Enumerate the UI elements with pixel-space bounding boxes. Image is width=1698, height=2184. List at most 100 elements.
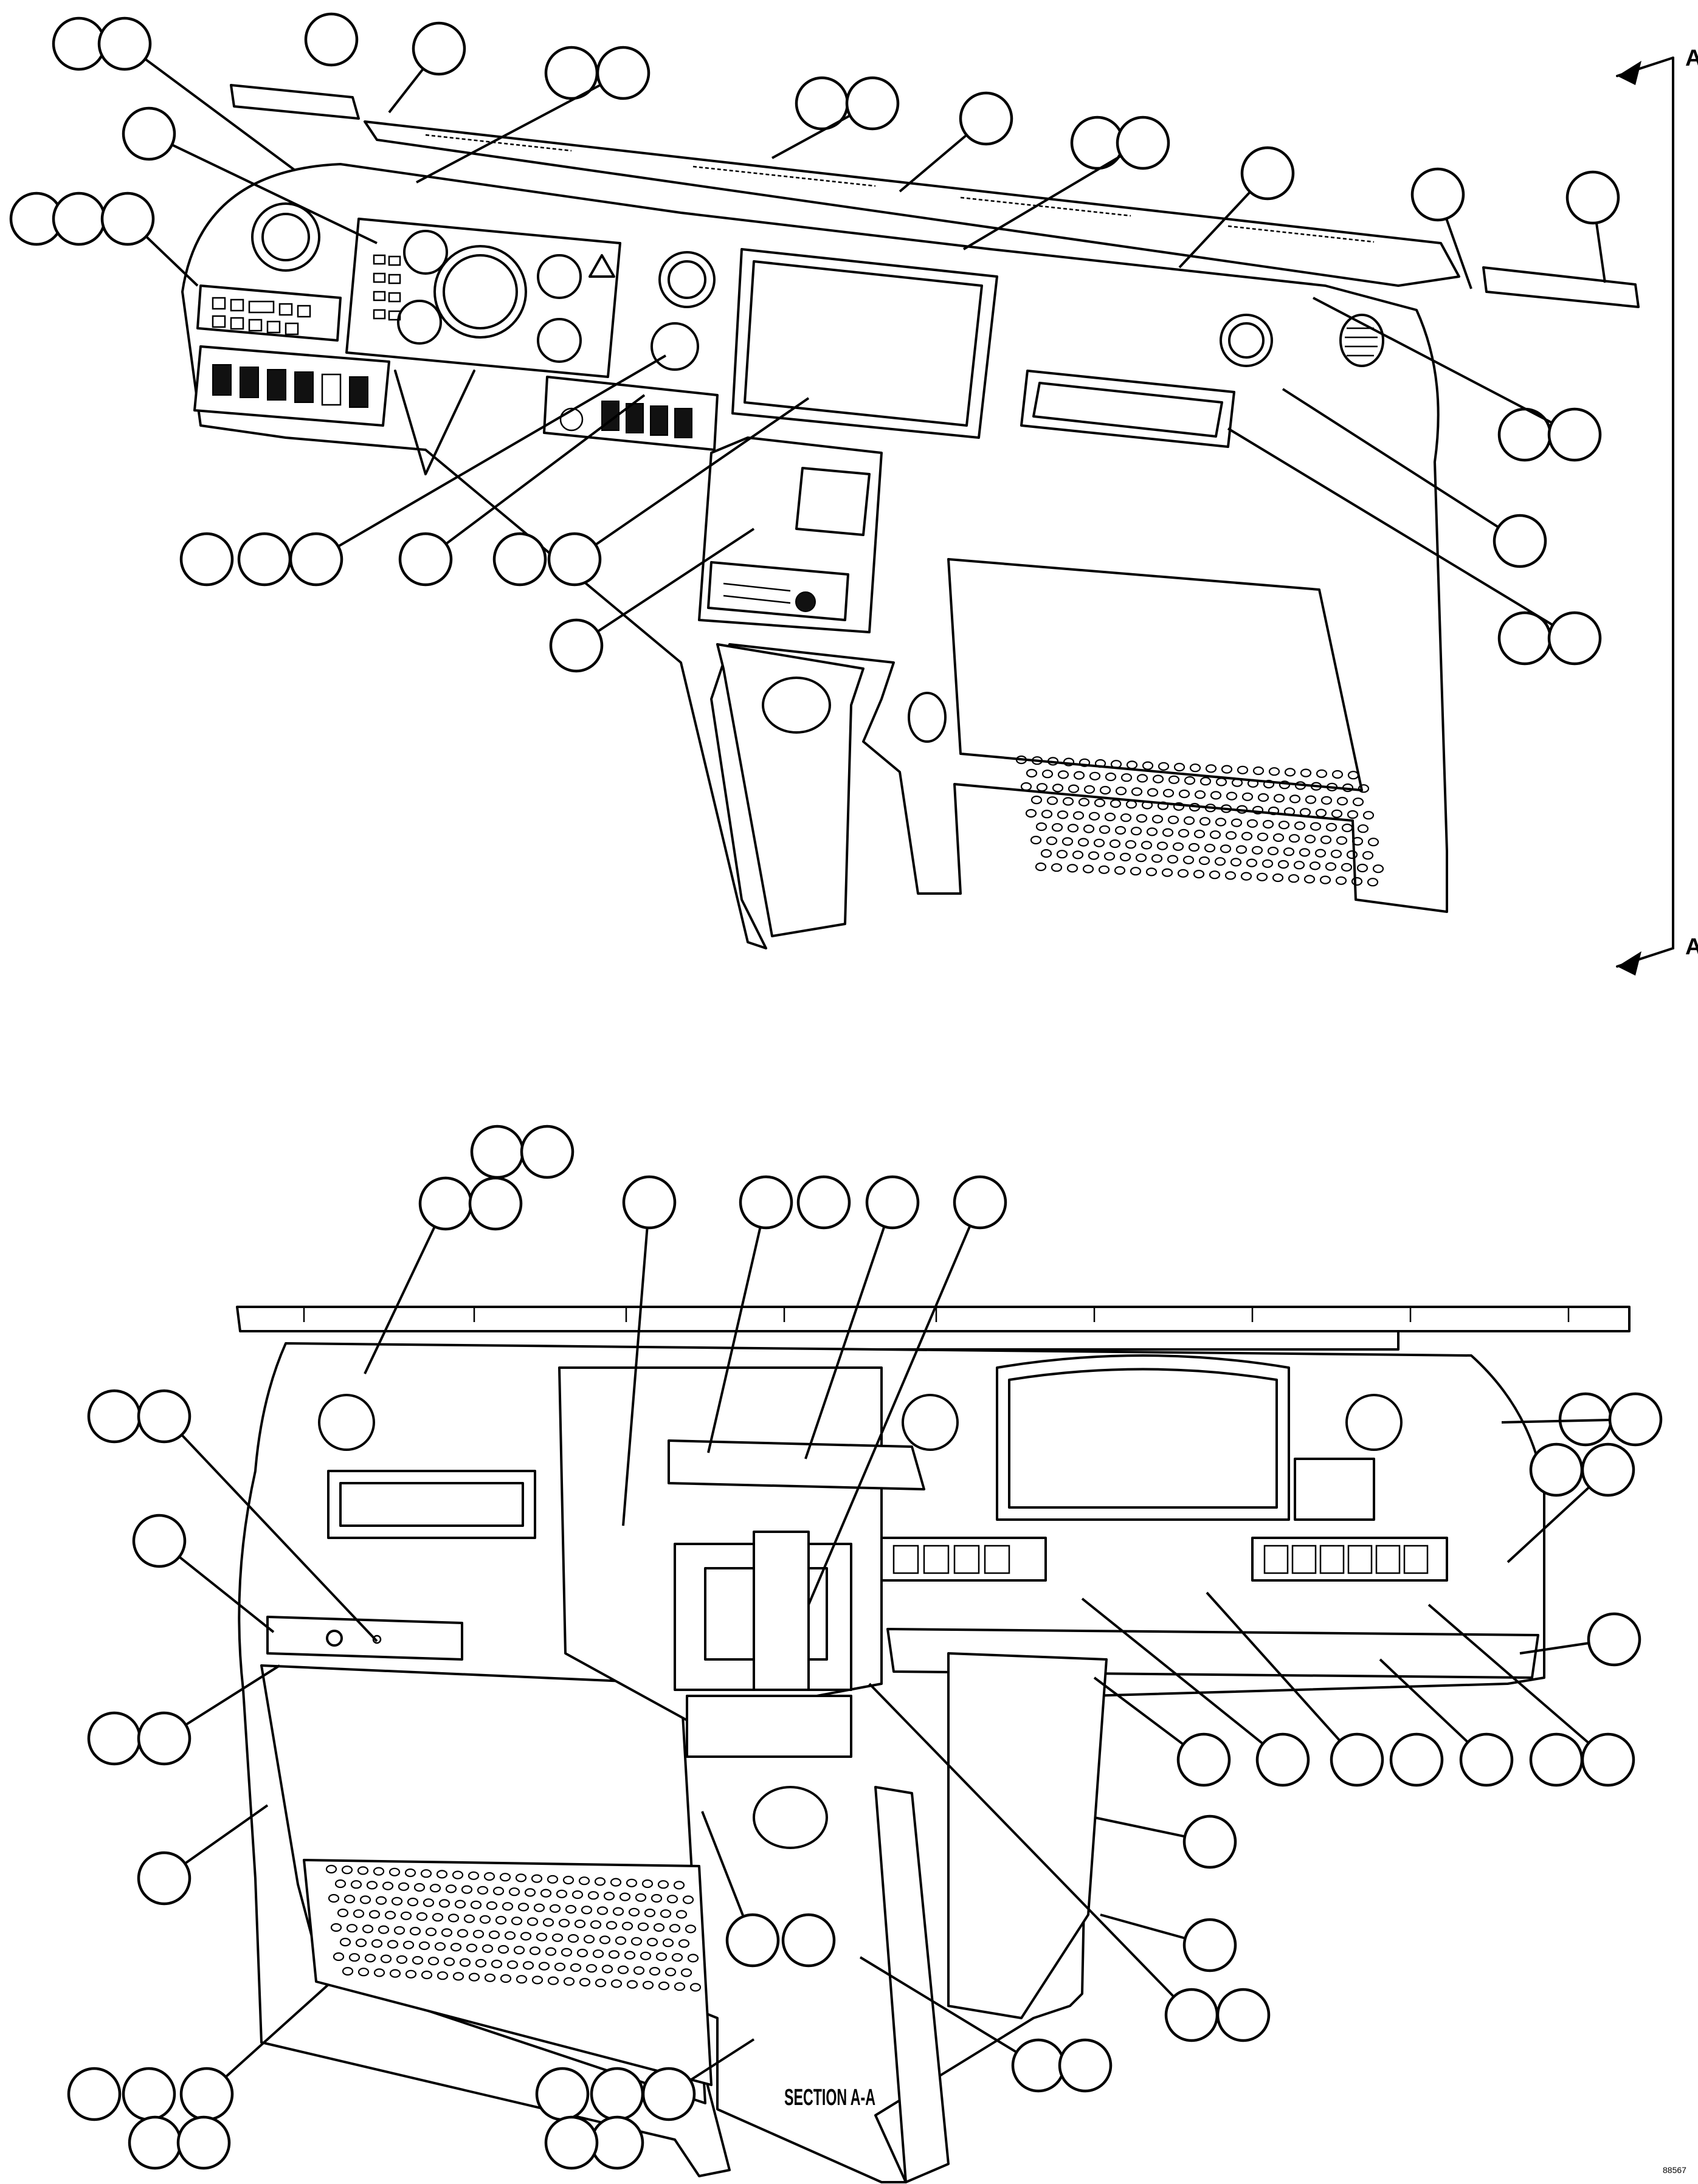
grille-hole: [556, 1889, 568, 1898]
grille-hole: [492, 1886, 505, 1896]
grille-hole: [1167, 815, 1179, 824]
grille-hole: [468, 1871, 480, 1880]
grille-hole: [488, 1930, 500, 1940]
left-switch-panel-rear: [880, 1537, 1047, 1582]
callout-circle: [547, 532, 602, 587]
grille-hole: [334, 1879, 347, 1889]
grille-hole: [1289, 794, 1301, 804]
grille-hole: [1104, 812, 1116, 822]
grille-hole: [502, 1902, 514, 1911]
grille-hole: [1114, 866, 1126, 875]
grille-hole: [1094, 798, 1106, 807]
grille-hole: [1136, 774, 1148, 783]
grille-hole: [393, 1926, 406, 1935]
callout-circle: [1330, 1732, 1384, 1787]
grille-hole: [664, 1968, 677, 1977]
callout-bubble: [100, 191, 199, 287]
grille-hole: [434, 1942, 446, 1951]
grille-hole: [689, 1983, 702, 1992]
grille-hole: [398, 1882, 410, 1891]
callout-bubble: [707, 1175, 793, 1453]
grille-hole: [1299, 808, 1311, 817]
callout-bubble: [549, 528, 755, 673]
grille-hole: [1257, 793, 1269, 802]
grille-hole: [660, 1909, 672, 1918]
grille-hole: [1109, 839, 1121, 849]
grille-hole: [1336, 796, 1348, 806]
callout-bubble: [468, 1176, 523, 1231]
grille-hole: [646, 1937, 658, 1947]
grille-hole: [526, 1917, 539, 1926]
grille-hole: [1068, 784, 1080, 793]
left-end-bracket: [230, 84, 360, 120]
grille-hole: [447, 1914, 460, 1923]
grille-hole: [558, 1918, 570, 1927]
grille-hole: [621, 1921, 633, 1931]
grille-hole: [404, 1868, 416, 1878]
grille-hole: [673, 1881, 685, 1890]
grille-hole: [418, 1941, 430, 1951]
left-glovebox-window: [327, 1470, 536, 1539]
grille-hole: [368, 1910, 381, 1919]
callout-leader-line: [1379, 1658, 1469, 1743]
callout-circle: [953, 1175, 1007, 1230]
callout-circle: [622, 1175, 677, 1230]
grille-hole: [1083, 785, 1096, 794]
callout-circle: [596, 46, 651, 100]
callout-circle: [237, 532, 292, 587]
grille-hole: [389, 1969, 401, 1978]
grille-hole: [1189, 802, 1201, 812]
grille-hole: [1305, 795, 1317, 804]
callout-circle: [122, 106, 176, 161]
grille-hole: [1120, 813, 1132, 822]
grille-hole: [1015, 755, 1027, 765]
grille-hole: [515, 1873, 527, 1883]
callout-bubble: [137, 1664, 281, 1766]
grille-hole: [1184, 776, 1196, 785]
grille-hole: [1214, 857, 1226, 866]
callout-circle: [137, 1711, 192, 1766]
callout-circle: [128, 2115, 182, 2170]
grille-hole: [687, 1954, 699, 1963]
grille-hole: [596, 1906, 609, 1915]
grille-hole: [373, 1867, 385, 1876]
section-title: SECTION A-A: [784, 2085, 875, 2110]
grille-hole: [1193, 829, 1206, 839]
key-slot: [559, 407, 584, 432]
grille-hole: [1188, 842, 1200, 852]
callout-circle: [1164, 1988, 1219, 2042]
grille-hole: [1335, 876, 1347, 885]
grille-hole: [1131, 787, 1143, 796]
center-access-hole: [902, 1394, 959, 1451]
callout-bubble: [97, 16, 296, 171]
callout-bubble: [622, 1175, 677, 1526]
radio-volume-knob: [795, 591, 816, 612]
callout-leader-line: [771, 114, 851, 159]
grille-hole: [1251, 846, 1263, 855]
grille-hole: [1162, 788, 1175, 797]
grille-hole: [587, 1891, 599, 1900]
grille-hole: [459, 1958, 471, 1967]
grille-hole: [1319, 875, 1331, 884]
grille-hole: [1209, 870, 1221, 880]
grille-hole: [1162, 828, 1174, 837]
callout-circle: [1529, 1732, 1584, 1787]
grille-hole: [497, 1945, 509, 1954]
callout-circle: [1529, 1442, 1584, 1497]
grille-hole: [1252, 766, 1265, 776]
grille-hole: [624, 1951, 636, 1960]
callout-bubble: [535, 2067, 590, 2121]
grille-hole: [416, 1912, 428, 1921]
callout-leader-line: [596, 528, 755, 633]
grille-hole: [1310, 782, 1322, 791]
grille-hole: [547, 1875, 559, 1884]
callout-leader-line: [859, 1956, 1018, 2053]
grille-hole: [1031, 756, 1043, 765]
grille-hole: [445, 1884, 457, 1893]
grille-hole: [486, 1901, 498, 1910]
callout-circle: [535, 2067, 590, 2121]
steering-column-support: [874, 1786, 950, 2183]
grille-hole: [350, 1880, 362, 1889]
callout-leader-line: [144, 58, 296, 171]
